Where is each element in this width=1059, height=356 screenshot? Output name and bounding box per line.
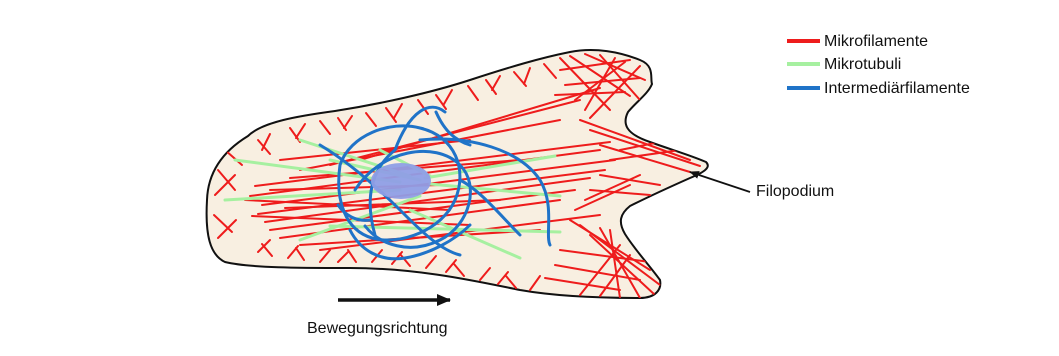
filopodium-label: Filopodium [756,183,834,200]
legend: Mikrofilamente Mikrotubuli Intermediärfi… [787,33,970,97]
direction-label: Bewegungsrichtung [307,320,448,337]
nucleus [371,163,431,199]
legend-label-mikrofilamente: Mikrofilamente [824,33,928,50]
legend-label-intermediaerfilamente: Intermediärfilamente [824,80,970,97]
filopodium-pointer-arrow [690,172,750,192]
legend-label-mikrotubuli: Mikrotubuli [824,56,901,73]
